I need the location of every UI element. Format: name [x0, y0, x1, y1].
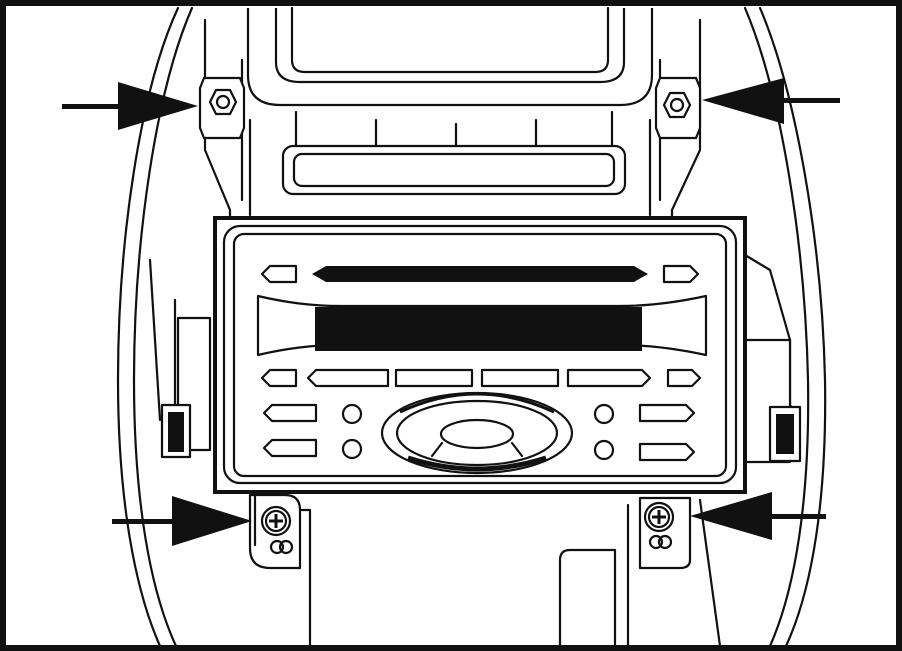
- volume-knob: [380, 391, 574, 475]
- right-controls: [593, 403, 696, 462]
- display-window: [256, 294, 708, 357]
- left-controls: [262, 403, 363, 460]
- arrow-lower-left: [112, 496, 252, 546]
- arrow-upper-right: [702, 78, 840, 124]
- trim-bezel: [248, 110, 652, 217]
- left-side-bracket: [160, 316, 212, 459]
- lower-left-phillips-screw: [260, 505, 294, 555]
- upper-vent-opening: [246, 6, 654, 107]
- right-side-bracket: [743, 338, 802, 464]
- upper-right-hex-nut: [654, 76, 702, 140]
- cd-slot-row: [260, 264, 700, 284]
- upper-left-hex-nut: [198, 76, 246, 140]
- arrow-lower-right: [690, 492, 826, 540]
- lower-right-phillips-screw: [643, 501, 675, 550]
- preset-buttons-row: [260, 368, 702, 388]
- car-stereo-unit: [213, 216, 747, 494]
- arrow-upper-left: [62, 82, 198, 130]
